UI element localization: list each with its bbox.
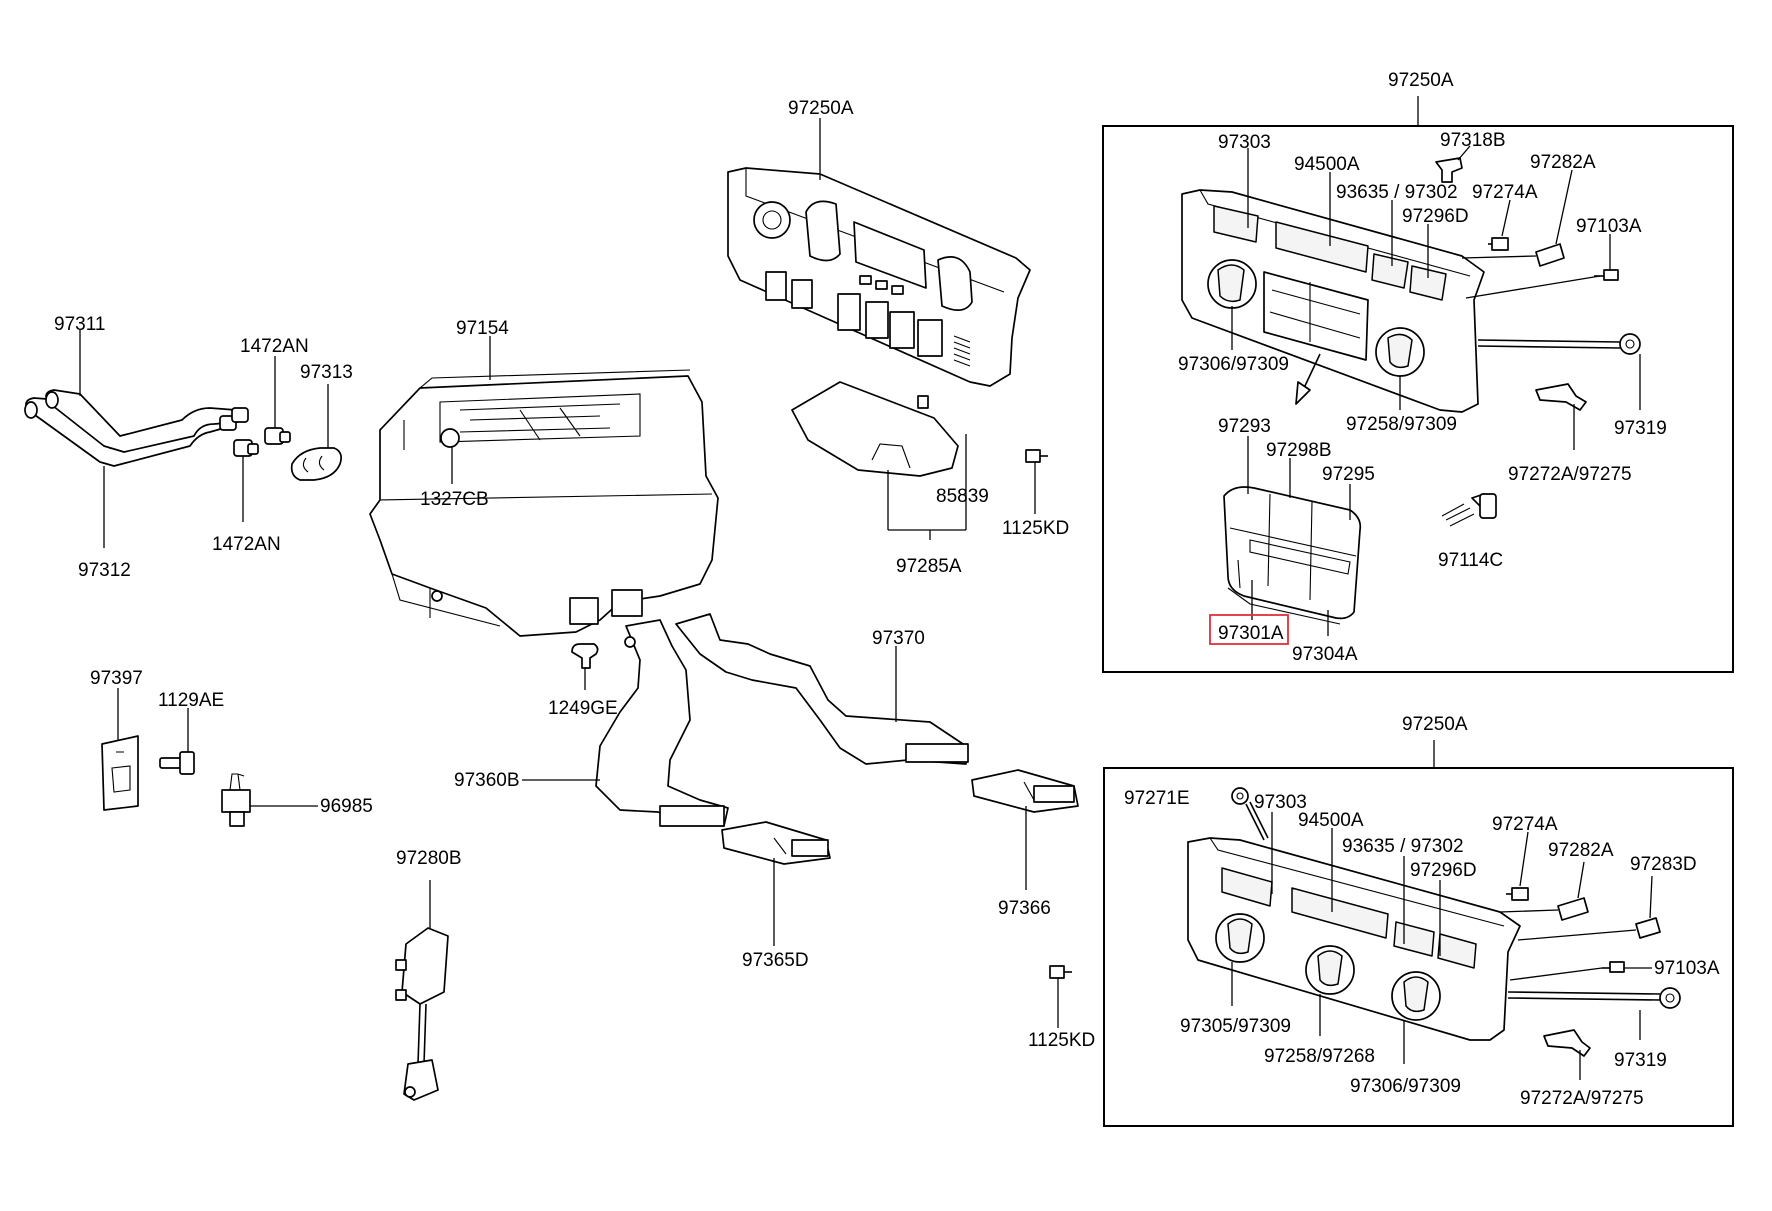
screw-1125KD-b xyxy=(1049,965,1072,979)
control-panel-top xyxy=(727,167,1031,387)
label-1125KD-b: 1125KD xyxy=(1028,1030,1095,1051)
label-1327CB: 1327CB xyxy=(420,489,489,510)
label-85839: 85839 xyxy=(936,486,989,507)
label-97258-b1: 97258/97309 xyxy=(1346,414,1457,435)
label-97272A-b2: 97272A/97275 xyxy=(1520,1088,1644,1109)
label-97114C: 97114C xyxy=(1438,550,1503,571)
label-97296D-b1: 97296D xyxy=(1402,206,1469,227)
label-97154: 97154 xyxy=(456,318,509,339)
screw-97318B xyxy=(1435,157,1463,183)
label-97298B-b1: 97298B xyxy=(1266,440,1332,461)
detail-box-lower xyxy=(1103,767,1734,1127)
label-97313: 97313 xyxy=(300,362,353,383)
label-94500A-b2: 94500A xyxy=(1298,810,1364,831)
screw-97114C xyxy=(1441,493,1497,527)
label-96985: 96985 xyxy=(320,796,373,817)
label-97306-b2: 97306/97309 xyxy=(1350,1076,1461,1097)
label-97282A-b1: 97282A xyxy=(1530,152,1596,173)
label-97296D-b2: 97296D xyxy=(1410,860,1477,881)
label-97274A-b2: 97274A xyxy=(1492,814,1558,835)
outlet-97366 xyxy=(971,769,1079,813)
label-97272A-b1: 97272A/97275 xyxy=(1508,464,1632,485)
label-94500A-b1: 94500A xyxy=(1294,154,1360,175)
label-97103A-b2: 97103A xyxy=(1654,958,1720,979)
label-97311: 97311 xyxy=(54,314,105,335)
label-97283D-b2: 97283D xyxy=(1630,854,1697,875)
screw-97103A-b1 xyxy=(1594,269,1619,281)
label-97282A-b2: 97282A xyxy=(1548,840,1614,861)
outlet-97365D xyxy=(721,821,831,865)
duct-97370 xyxy=(675,613,969,765)
label-97303-b1: 97303 xyxy=(1218,132,1271,153)
sensor-96985 xyxy=(221,773,251,827)
label-97280B: 97280B xyxy=(396,848,462,869)
heater-pipes xyxy=(24,389,249,467)
clip-97272A-b1 xyxy=(1535,383,1587,411)
screw-97274A-b2 xyxy=(1506,887,1529,901)
label-97293-b1: 97293 xyxy=(1218,416,1271,437)
label-97250A-box2: 97250A xyxy=(1402,714,1468,735)
bezel-97301A xyxy=(1223,486,1362,625)
label-97303-b2: 97303 xyxy=(1254,792,1307,813)
label-97366: 97366 xyxy=(998,898,1051,919)
label-97304A-b1: 97304A xyxy=(1292,644,1358,665)
module-97280B xyxy=(395,927,449,1101)
bracket-97285A xyxy=(791,381,959,477)
label-1249GE: 1249GE xyxy=(548,698,618,719)
label-97360B: 97360B xyxy=(454,770,520,791)
label-97274A-b1: 97274A xyxy=(1472,182,1538,203)
label-93635-b1: 93635 / 97302 xyxy=(1336,182,1458,203)
lower-panel-assembly xyxy=(1187,837,1681,1041)
screw-1125KD-a xyxy=(1025,449,1048,463)
label-97250A-box1: 97250A xyxy=(1388,70,1454,91)
pin-1249GE xyxy=(571,643,599,669)
label-97370: 97370 xyxy=(872,628,925,649)
label-97103A-b1: 97103A xyxy=(1576,216,1642,237)
highlight-97301A xyxy=(1209,614,1289,645)
grommet-97313 xyxy=(290,447,342,481)
pipe-clamp-1 xyxy=(264,427,291,445)
cable-97271E xyxy=(1231,787,1269,841)
label-97319-b2: 97319 xyxy=(1614,1050,1667,1071)
label-1472AN-b: 1472AN xyxy=(212,534,281,555)
duct-97360B xyxy=(595,619,729,827)
label-1125KD-a: 1125KD xyxy=(1002,518,1069,539)
bracket-97397 xyxy=(101,735,139,811)
label-97271E-b2: 97271E xyxy=(1124,788,1190,809)
screw-97103A-b2 xyxy=(1602,961,1625,973)
label-97295-b1: 97295 xyxy=(1322,464,1375,485)
clip-97282A-b2 xyxy=(1557,897,1589,921)
label-97305-b2: 97305/97309 xyxy=(1180,1016,1291,1037)
label-97301A-b1: 97301A xyxy=(1218,623,1284,644)
label-93635-b2: 93635 / 97302 xyxy=(1342,836,1464,857)
clip-97283D-b2 xyxy=(1635,917,1661,939)
screw-97274A-b1 xyxy=(1488,237,1509,251)
clip-97282A-b1 xyxy=(1535,243,1565,267)
label-97312: 97312 xyxy=(78,560,131,581)
clip-97272A-b2 xyxy=(1543,1029,1591,1057)
label-97285A: 97285A xyxy=(896,556,962,577)
screw-1129AE xyxy=(159,751,195,775)
label-97318B: 97318B xyxy=(1440,130,1506,151)
label-97365D: 97365D xyxy=(742,950,809,971)
label-97250A-top: 97250A xyxy=(788,98,854,119)
heater-unit xyxy=(369,369,719,637)
label-1472AN-a: 1472AN xyxy=(240,336,309,357)
upper-panel-assembly xyxy=(1181,189,1641,413)
label-97397: 97397 xyxy=(90,668,143,689)
label-1129AE: 1129AE xyxy=(158,690,224,711)
label-97319-b1: 97319 xyxy=(1614,418,1667,439)
pipe-clamp-2 xyxy=(233,439,259,457)
label-97258-b2: 97258/97268 xyxy=(1264,1046,1375,1067)
label-97306-b1: 97306/97309 xyxy=(1178,354,1289,375)
